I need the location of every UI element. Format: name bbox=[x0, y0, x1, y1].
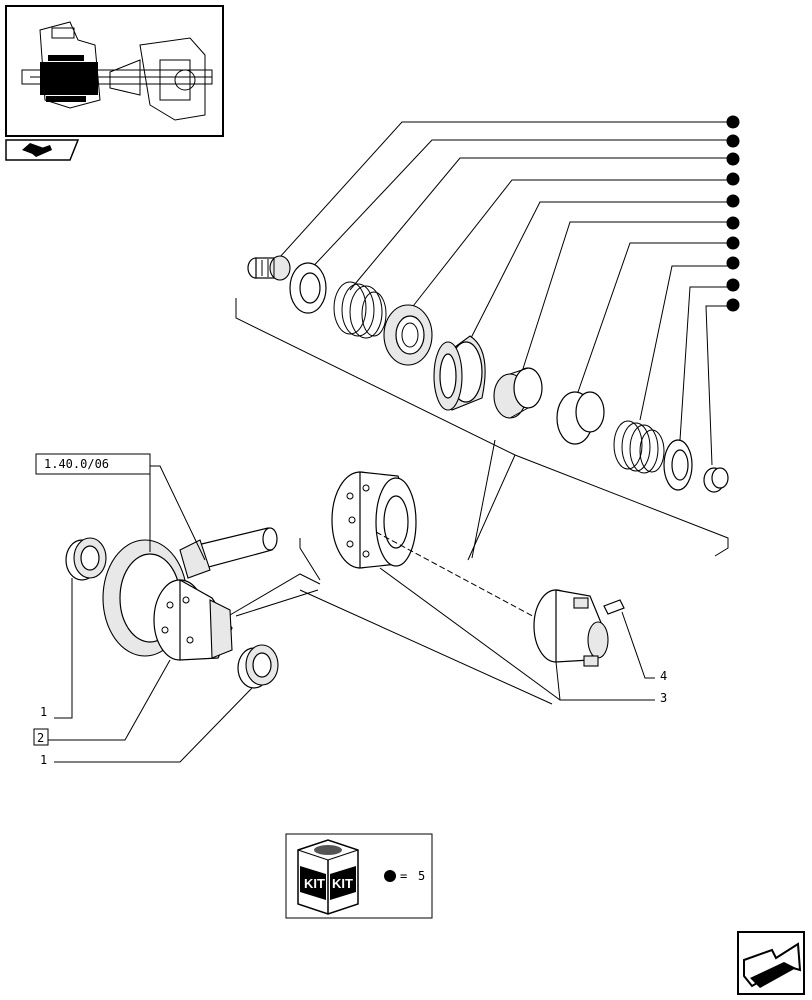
friction-disc bbox=[383, 304, 433, 366]
exploded-parts-row bbox=[247, 255, 729, 493]
callout-2: 2 bbox=[37, 731, 44, 745]
reference-label-text: 1.40.0/06 bbox=[44, 457, 109, 471]
kit-marker-10 bbox=[726, 298, 740, 312]
kit-marker-5 bbox=[726, 194, 740, 208]
bearing-right bbox=[237, 644, 279, 689]
small-gear bbox=[493, 367, 543, 419]
kit-legend: KIT KIT = 5 bbox=[285, 833, 433, 919]
kit-box-icon: KIT KIT bbox=[297, 839, 359, 915]
spring-2 bbox=[613, 420, 665, 474]
splined-sleeve bbox=[247, 255, 291, 281]
housing-half-2 bbox=[533, 589, 609, 667]
kit-bullet-icon bbox=[384, 870, 396, 882]
thrust-washer-2 bbox=[663, 439, 693, 491]
kit-marker-2 bbox=[726, 134, 740, 148]
pinion-shaft bbox=[179, 527, 278, 579]
spring bbox=[333, 281, 387, 339]
kit-marker-3 bbox=[726, 152, 740, 166]
page-forward-icon[interactable] bbox=[737, 931, 805, 995]
kit-word-left: KIT bbox=[304, 876, 325, 891]
callout-1-top: 1 bbox=[40, 705, 47, 719]
page-back-icon[interactable] bbox=[5, 139, 80, 161]
kit-marker-6 bbox=[726, 216, 740, 230]
callout-2-box bbox=[33, 728, 49, 746]
bolt bbox=[603, 599, 625, 615]
bearing-left bbox=[65, 537, 107, 581]
kit-marker-4 bbox=[726, 172, 740, 186]
thrust-washer bbox=[289, 262, 327, 314]
pressure-cup bbox=[556, 391, 605, 445]
diff-case bbox=[153, 578, 233, 661]
toothed-ring bbox=[433, 335, 486, 411]
callout-1-bottom: 1 bbox=[40, 753, 47, 767]
housing-half bbox=[331, 471, 417, 569]
marker-leaders bbox=[269, 121, 733, 466]
thumbnail-axle-icon[interactable] bbox=[5, 5, 224, 137]
kit-word-right: KIT bbox=[332, 876, 353, 891]
kit-marker-9 bbox=[726, 278, 740, 292]
callout-3: 3 bbox=[660, 691, 667, 705]
callout-4: 4 bbox=[660, 669, 667, 683]
kit-marker-8 bbox=[726, 256, 740, 270]
kit-equals: = bbox=[400, 869, 407, 883]
kit-marker-column bbox=[726, 115, 740, 312]
end-bushing bbox=[703, 467, 729, 493]
kit-value: 5 bbox=[418, 869, 425, 883]
reference-label[interactable]: 1.40.0/06 bbox=[35, 453, 151, 475]
differential-assembly bbox=[65, 527, 279, 689]
